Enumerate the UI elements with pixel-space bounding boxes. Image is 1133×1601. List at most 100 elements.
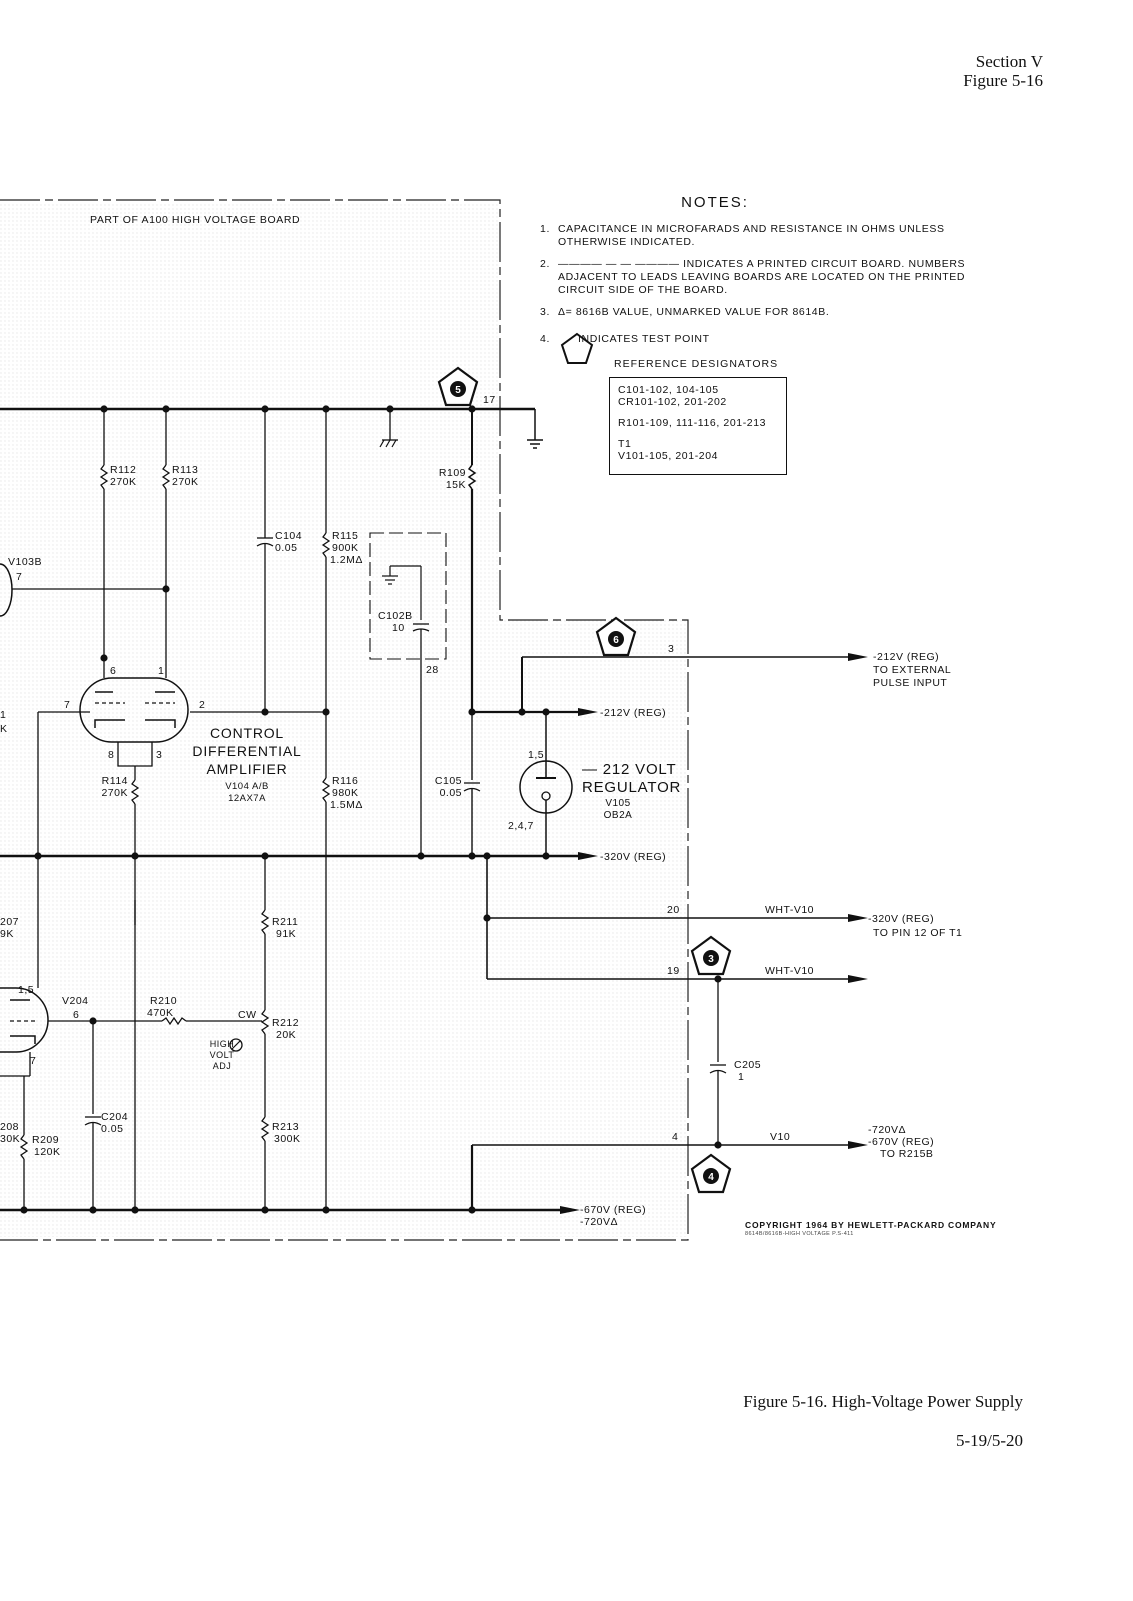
wht-v10-label-a: WHT-V10: [765, 904, 814, 916]
refdes-line: C101-102, 104-105: [618, 384, 719, 396]
pin-17: 17: [483, 394, 496, 406]
svg-text:6: 6: [613, 635, 619, 646]
refdes-group-c: C101-102, 104-105 CR101-102, 201-202: [618, 384, 778, 408]
note-number: 1.: [540, 223, 550, 235]
v105-pin-bottom: 2,4,7: [508, 820, 534, 832]
cw-label: CW: [238, 1009, 257, 1021]
figure-label: Figure 5-16: [963, 71, 1043, 90]
notes-title: NOTES:: [681, 194, 749, 211]
tube-pin-2: 2: [199, 699, 205, 711]
copyright-notice: COPYRIGHT 1964 BY HEWLETT-PACKARD COMPAN…: [745, 1220, 997, 1230]
section-label: Section V: [975, 52, 1043, 71]
note-number: 4.: [540, 333, 550, 345]
r115-resistor: [321, 532, 331, 558]
v103b-pin: 7: [16, 571, 22, 583]
r211-resistor: [260, 909, 270, 935]
v204-tube: [0, 987, 49, 1053]
notes-panel: NOTES: 1. CAPACITANCE IN MICROFARADS AND…: [540, 194, 1010, 355]
reg320-label: -320V (REG): [600, 851, 666, 863]
svg-text:5: 5: [455, 385, 461, 396]
test-point-4: 4: [690, 1153, 732, 1194]
v103b-label: V103B: [8, 556, 42, 568]
v103b-tube: [0, 563, 13, 617]
r213-resistor: [260, 1116, 270, 1142]
note-text: ———— — — ———— INDICATES A PRINTED CIRCUI…: [558, 258, 966, 296]
v105-pin-top: 1,5: [528, 749, 544, 761]
r212-resistor: [260, 1009, 270, 1035]
r210-resistor: [161, 1016, 187, 1026]
r112-resistor: [99, 464, 109, 490]
refdes-line: R101-109, 111-116, 201-213: [618, 417, 767, 429]
tube-pin-8: 8: [108, 749, 114, 761]
svg-text:3: 3: [708, 954, 714, 965]
page-header: Section V Figure 5-16: [963, 52, 1043, 90]
refdes-group-r: R101-109, 111-116, 201-213: [618, 417, 778, 429]
tube-pin-7: 7: [64, 699, 70, 711]
junction-dots: [20, 405, 722, 1214]
r209-resistor: [19, 1134, 29, 1160]
r114-resistor: [130, 779, 140, 805]
wht-v10-label-b: WHT-V10: [765, 965, 814, 977]
drawing-number: 8614B/8616B-HIGH VOLTAGE P.S-411: [745, 1231, 854, 1237]
r116-resistor: [321, 777, 331, 803]
pin-4: 4: [672, 1131, 678, 1143]
svg-text:4: 4: [708, 1172, 714, 1183]
v204-pin-top: 1,5: [18, 984, 34, 996]
tube-pin-1: 1: [158, 665, 164, 677]
note-4: 4. INDICATES TEST POINT: [540, 333, 1010, 346]
v204-label: V204: [62, 995, 89, 1007]
test-point-legend-icon: [560, 332, 594, 364]
v204-pin-grid: 6: [73, 1009, 79, 1021]
test-point-6: 6: [595, 616, 637, 657]
refdes-group-t: T1 V101-105, 201-204: [618, 438, 778, 462]
tube-pin-3: 3: [156, 749, 162, 761]
note-1: 1. CAPACITANCE IN MICROFARADS AND RESIST…: [540, 223, 1010, 249]
high-volt-adj-knob: [229, 1038, 243, 1052]
test-point-3: 3: [690, 935, 732, 976]
note-text: INDICATES TEST POINT: [578, 333, 710, 345]
reference-designators-box: C101-102, 104-105 CR101-102, 201-202 R10…: [609, 377, 787, 475]
refdes-line: V101-105, 201-204: [618, 450, 719, 462]
reg212-label: -212V (REG): [600, 707, 666, 719]
v10-label: V10: [770, 1131, 790, 1143]
page-number: 5-19/5-20: [955, 1431, 1023, 1450]
r109-resistor: [467, 464, 477, 490]
reference-designators-heading: REFERENCE DESIGNATORS: [614, 358, 779, 370]
v104-tube: [79, 677, 189, 743]
r113-resistor: [161, 464, 171, 490]
note-3: 3. Δ= 8616B VALUE, UNMARKED VALUE FOR 86…: [540, 306, 1010, 319]
ti-pin12-label: -320V (REG)TO PIN 12 OF T1: [868, 913, 962, 939]
bottom-bus-label: -670V (REG)-720VΔ: [580, 1204, 646, 1228]
note-text: CAPACITANCE IN MICROFARADS AND RESISTANC…: [558, 223, 945, 248]
pin-28: 28: [426, 664, 439, 676]
note-number: 3.: [540, 306, 550, 318]
figure-caption: Figure 5-16. High-Voltage Power Supply: [743, 1392, 1023, 1411]
pin-20: 20: [667, 904, 680, 916]
v204-pin-cathode: 7: [30, 1055, 36, 1067]
note-number: 2.: [540, 258, 550, 270]
note-2: 2. ———— — — ———— INDICATES A PRINTED CIR…: [540, 258, 1010, 297]
pin-3: 3: [668, 643, 674, 655]
